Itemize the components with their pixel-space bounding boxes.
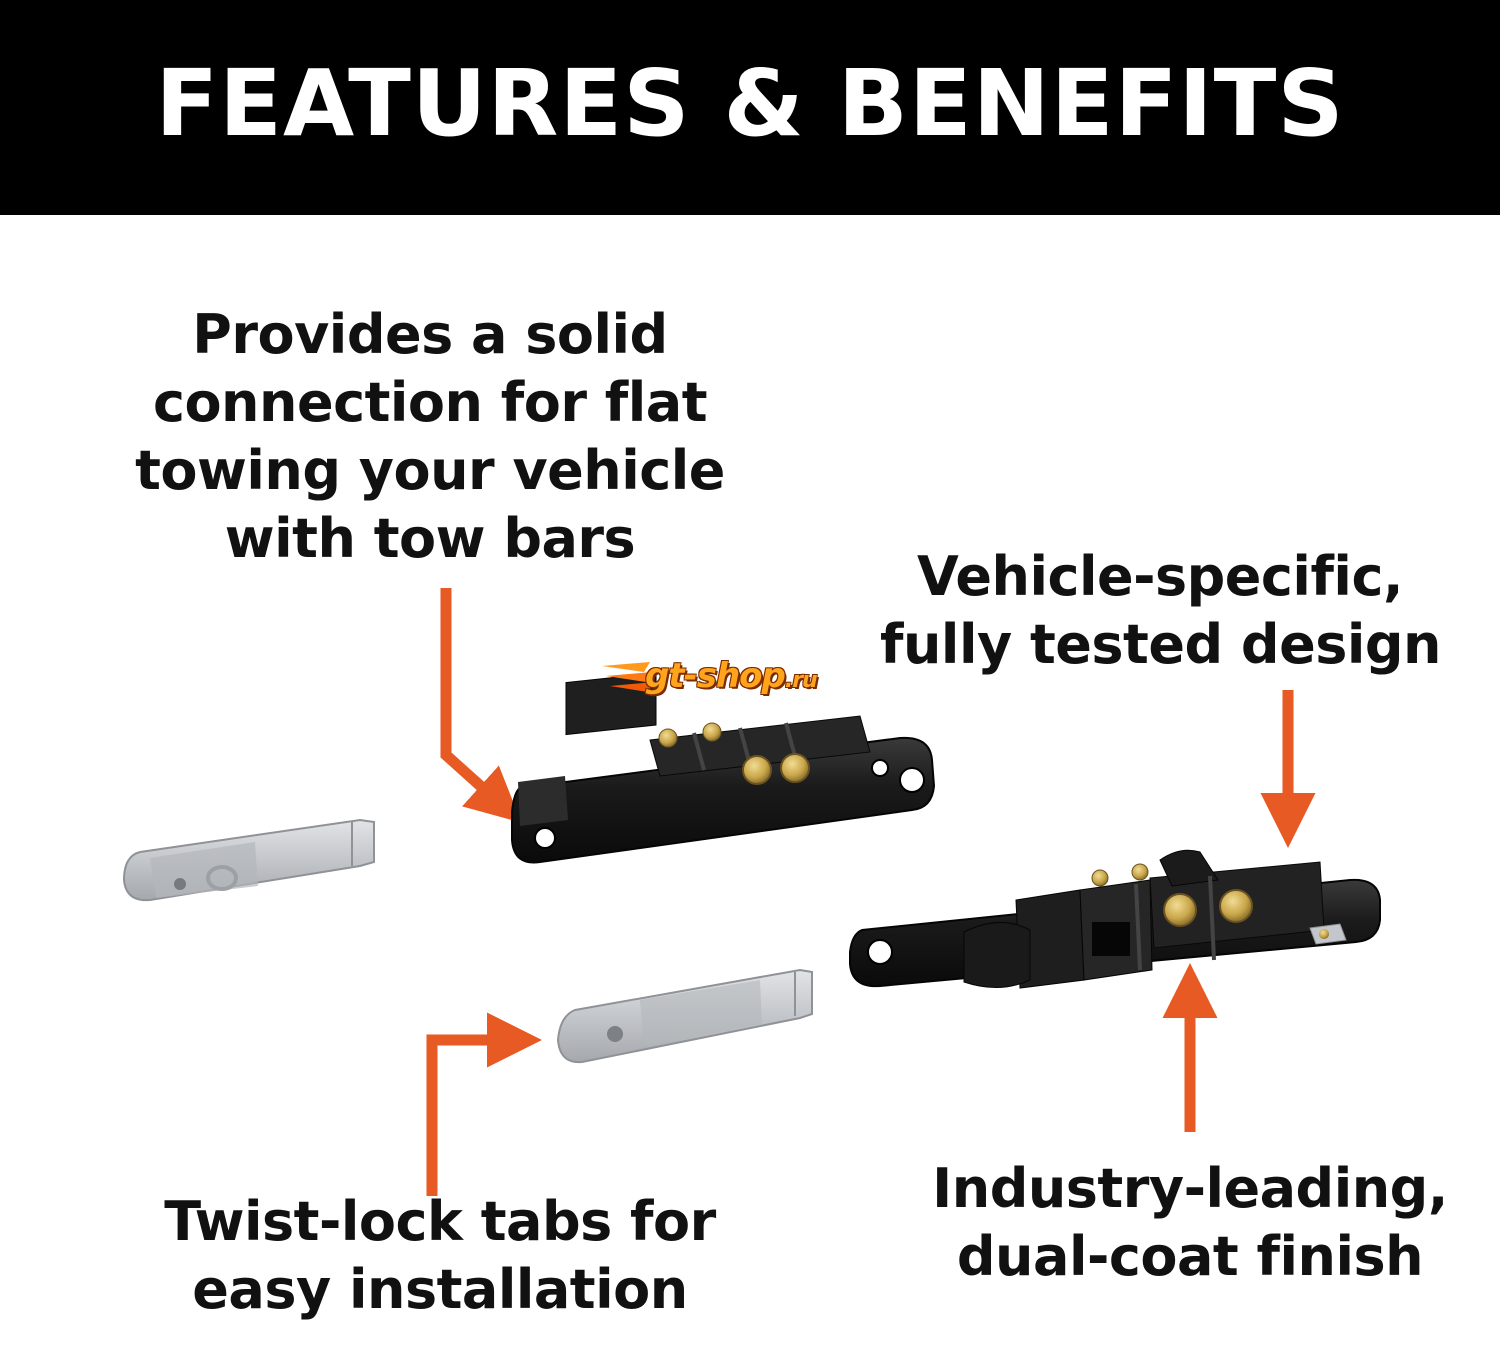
watermark-text: gt-shop.ru — [645, 656, 818, 696]
callout-line: Industry-leading, — [932, 1157, 1448, 1220]
twist-lock-tab-left — [122, 818, 375, 902]
callout-line: Twist-lock tabs for — [164, 1190, 716, 1253]
callout-line: Vehicle-specific, — [917, 545, 1403, 608]
callout-dual-coat: Industry-leading, dual-coat finish — [910, 1155, 1470, 1291]
callout-line: connection for flat — [152, 371, 708, 434]
callout-solid-connection: Provides a solid connection for flat tow… — [130, 301, 730, 573]
callout-line: dual-coat finish — [956, 1225, 1424, 1288]
callout-line: easy installation — [192, 1258, 688, 1321]
arrow-twist-lock — [426, 1012, 542, 1196]
bracket-right — [849, 849, 1381, 989]
watermark-logo: gt-shop.ru — [600, 652, 895, 700]
bracket-left — [511, 672, 936, 864]
callout-twist-lock: Twist-lock tabs for easy installation — [120, 1188, 760, 1324]
callout-line: with tow bars — [224, 507, 636, 570]
arrow-solid-connection — [440, 588, 522, 823]
callout-line: fully tested design — [880, 613, 1441, 676]
callout-vehicle-specific: Vehicle-specific, fully tested design — [880, 543, 1441, 679]
page-title: FEATURES & BENEFITS — [155, 49, 1345, 157]
callout-line: towing your vehicle — [135, 439, 725, 502]
header-banner: FEATURES & BENEFITS — [0, 0, 1500, 215]
flame-icon — [602, 662, 654, 692]
callout-line: Provides a solid — [192, 303, 668, 366]
twist-lock-tab-center — [556, 968, 813, 1064]
